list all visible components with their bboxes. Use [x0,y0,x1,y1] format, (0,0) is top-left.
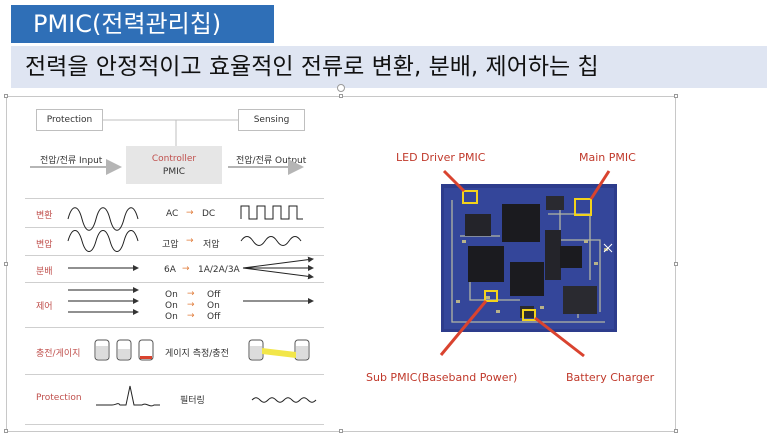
row-left-value: 고압 [162,240,179,250]
controller-label: Controller [151,154,197,164]
row-label: 분배 [36,267,53,277]
row-left-value: AC [166,209,179,219]
protection-box: Protection [36,109,103,131]
table-row: 제어 On → Off On → On On → Off [25,283,324,328]
table-row: Protection 필터링 [25,375,324,425]
row-label: 충전/게이지 [36,349,81,359]
arrow-icon: → [187,300,195,310]
row-right-value: 1A/2A/3A [198,265,240,275]
table-row: 변환 AC → DC [25,199,324,228]
resize-handle[interactable] [339,94,343,98]
gauge-label: 게이지 측정/충전 [165,349,229,359]
control-state-2: On [207,301,220,311]
resize-handle[interactable] [674,262,678,266]
sensing-box: Sensing [238,109,305,131]
row-label: 제어 [36,302,53,312]
table-row: 충전/게이지 게이지 측정/충전 [25,328,324,375]
led-driver-pmic-label: LED Driver PMIC [396,151,486,164]
battery-charger-label: Battery Charger [566,371,655,384]
resize-handle[interactable] [4,94,8,98]
filter-label: 필터링 [180,396,205,406]
table-row: 분배 6A → 1A/2A/3A [25,256,324,283]
arrow-icon: → [182,264,190,274]
controller-sub-label: PMIC [162,167,186,177]
control-on-2: On [165,301,178,311]
row-label: 변환 [36,211,53,221]
arrow-icon: → [187,289,195,299]
control-on-1: On [165,290,178,300]
row-left-value: 6A [164,265,176,275]
input-label: 전압/전류 Input [40,156,103,166]
arrow-icon: → [186,236,194,246]
function-table: 변환 AC → DC 변압 고압 → 저압 분배 6A → 1A/2A/3A 제… [25,198,324,425]
arrow-icon: → [186,208,194,218]
row-label: 변압 [36,240,53,250]
row-label: Protection [36,393,82,403]
rotate-handle[interactable] [337,84,345,92]
resize-handle[interactable] [4,262,8,266]
arrow-icon: → [187,311,195,321]
control-state-3: Off [207,312,221,322]
resize-handle[interactable] [674,94,678,98]
page-title: PMIC(전력관리칩) [11,5,274,43]
control-on-3: On [165,312,178,322]
main-pmic-label: Main PMIC [579,151,636,164]
output-label: 전압/전류 Output [236,156,307,166]
row-right-value: DC [202,209,216,219]
sub-pmic-label: Sub PMIC(Baseband Power) [366,371,518,384]
controller-box: Controller PMIC [126,146,222,184]
row-right-value: 저압 [203,240,220,250]
table-row: 변압 고압 → 저압 [25,228,324,256]
control-state-1: Off [207,290,221,300]
subtitle-banner: 전력을 안정적이고 효율적인 전류로 변환, 분배, 제어하는 칩 [11,46,767,88]
